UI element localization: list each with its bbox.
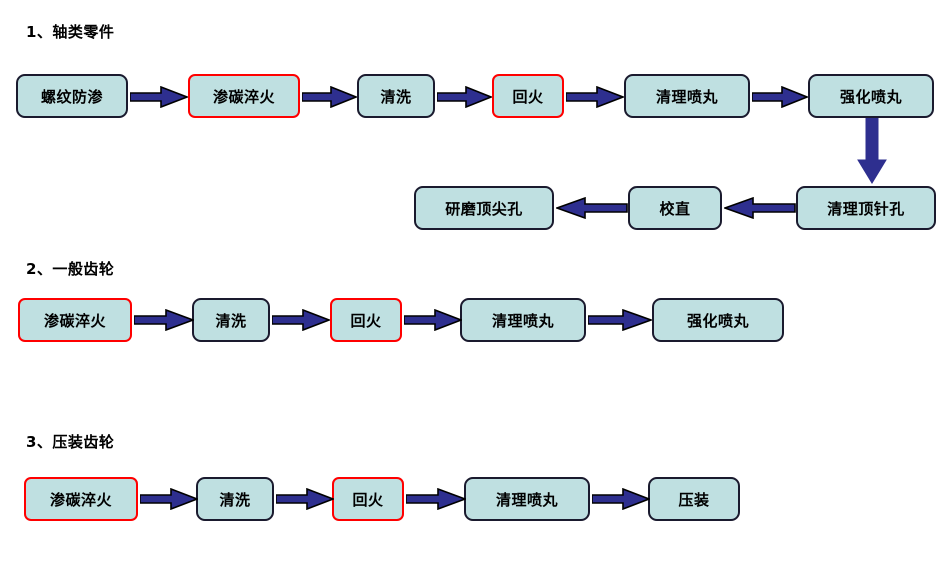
arrow-right-1-3 (437, 86, 492, 108)
section-title-shaft-parts: 1、轴类零件 (26, 23, 115, 41)
arrow-right-2-3 (404, 309, 462, 331)
arrow-right-3-3 (406, 488, 466, 510)
node-wash-3[interactable]: 清洗 (196, 477, 274, 521)
node-temper-2[interactable]: 回火 (330, 298, 402, 342)
node-screw-anti-carburize[interactable]: 螺纹防渗 (16, 74, 128, 118)
arrow-right-3-4 (592, 488, 650, 510)
node-strengthen-shot-peen-2[interactable]: 强化喷丸 (652, 298, 784, 342)
arrow-right-2-2 (272, 309, 330, 331)
node-carburize-quench-1[interactable]: 渗碳淬火 (188, 74, 300, 118)
node-carburize-quench-3[interactable]: 渗碳淬火 (24, 477, 138, 521)
arrow-left-1-2 (724, 197, 796, 219)
node-clean-center-hole[interactable]: 清理顶针孔 (796, 186, 936, 230)
node-grind-center-hole[interactable]: 研磨顶尖孔 (414, 186, 554, 230)
node-temper-3[interactable]: 回火 (332, 477, 404, 521)
node-carburize-quench-2[interactable]: 渗碳淬火 (18, 298, 132, 342)
node-clean-shot-peen-2[interactable]: 清理喷丸 (460, 298, 586, 342)
node-strengthen-shot-peen-1[interactable]: 强化喷丸 (808, 74, 934, 118)
arrow-right-2-4 (588, 309, 652, 331)
arrow-down-connector (857, 118, 887, 184)
node-wash-2[interactable]: 清洗 (192, 298, 270, 342)
node-wash-1[interactable]: 清洗 (357, 74, 435, 118)
section-title-press-fit-gear: 3、压装齿轮 (26, 433, 115, 451)
section-title-general-gear: 2、一般齿轮 (26, 260, 115, 278)
node-clean-shot-peen-1[interactable]: 清理喷丸 (624, 74, 750, 118)
arrow-right-1-5 (752, 86, 808, 108)
node-press-fit[interactable]: 压装 (648, 477, 740, 521)
arrow-right-3-1 (140, 488, 198, 510)
arrow-right-1-4 (566, 86, 624, 108)
node-clean-shot-peen-3[interactable]: 清理喷丸 (464, 477, 590, 521)
arrow-right-1-2 (302, 86, 357, 108)
node-temper-1[interactable]: 回火 (492, 74, 564, 118)
node-straighten[interactable]: 校直 (628, 186, 722, 230)
arrow-right-3-2 (276, 488, 334, 510)
arrow-left-1-1 (556, 197, 628, 219)
arrow-right-2-1 (134, 309, 194, 331)
arrow-right-1-1 (130, 86, 188, 108)
